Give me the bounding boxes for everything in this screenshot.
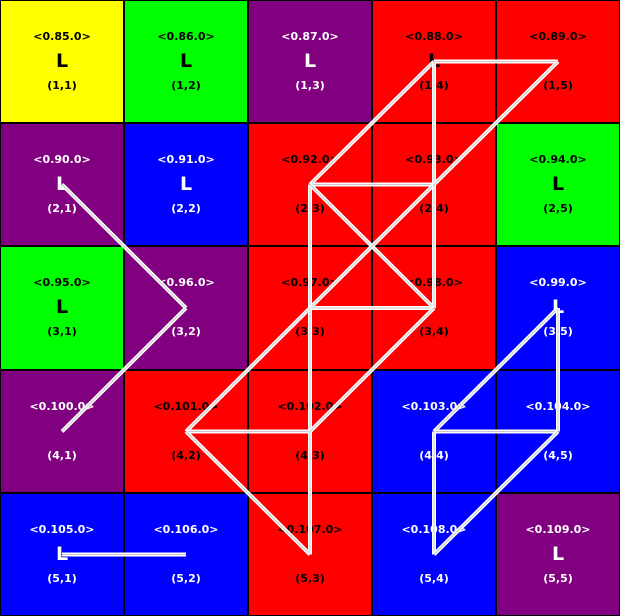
grid-cell[interactable]: <0.86.0> L (1,2) bbox=[124, 0, 248, 123]
grid-cell[interactable]: <0.95.0> L (3,1) bbox=[0, 246, 124, 370]
grid-cell[interactable]: <0.107.0> (5,3) bbox=[248, 493, 372, 616]
cell-label: <0.87.0> bbox=[281, 30, 339, 43]
cell-letter: L bbox=[55, 296, 69, 318]
cell-coordinate: (3,2) bbox=[171, 325, 201, 338]
cell-label: <0.94.0> bbox=[529, 153, 587, 166]
cell-label: <0.97.0> bbox=[281, 276, 339, 289]
cell-label: <0.98.0> bbox=[405, 276, 463, 289]
cell-coordinate: (1,5) bbox=[543, 79, 573, 92]
cell-label: <0.107.0> bbox=[277, 523, 343, 536]
cell-label: <0.100.0> bbox=[29, 400, 95, 413]
cell-coordinate: (2,5) bbox=[543, 202, 573, 215]
cell-coordinate: (1,1) bbox=[47, 79, 77, 92]
cell-label: <0.90.0> bbox=[33, 153, 91, 166]
cell-label: <0.95.0> bbox=[33, 276, 91, 289]
cell-label: <0.101.0> bbox=[153, 400, 219, 413]
cell-coordinate: (2,1) bbox=[47, 202, 77, 215]
cell-letter: L bbox=[427, 50, 441, 72]
cell-coordinate: (5,2) bbox=[171, 572, 201, 585]
cell-label: <0.86.0> bbox=[157, 30, 215, 43]
cell-label: <0.106.0> bbox=[153, 523, 219, 536]
grid-cell[interactable]: <0.100.0> (4,1) bbox=[0, 370, 124, 493]
cell-label: <0.96.0> bbox=[157, 276, 215, 289]
grid-cell[interactable]: <0.89.0> (1,5) bbox=[496, 0, 620, 123]
cell-coordinate: (3,4) bbox=[419, 325, 449, 338]
cell-coordinate: (3,5) bbox=[543, 325, 573, 338]
cell-letter: L bbox=[179, 50, 193, 72]
cell-letter: L bbox=[179, 173, 193, 195]
grid-cell[interactable]: <0.99.0> L (3,5) bbox=[496, 246, 620, 370]
grid-cell[interactable]: <0.92.0> (2,3) bbox=[248, 123, 372, 246]
grid-cell[interactable]: <0.108.0> (5,4) bbox=[372, 493, 496, 616]
cell-coordinate: (5,5) bbox=[543, 572, 573, 585]
cell-label: <0.85.0> bbox=[33, 30, 91, 43]
cell-label: <0.109.0> bbox=[525, 523, 591, 536]
cell-letter: L bbox=[551, 543, 565, 565]
cell-coordinate: (5,3) bbox=[295, 572, 325, 585]
cell-coordinate: (3,3) bbox=[295, 325, 325, 338]
grid-cell[interactable]: <0.106.0> (5,2) bbox=[124, 493, 248, 616]
cell-letter: L bbox=[551, 173, 565, 195]
cell-coordinate: (4,5) bbox=[543, 449, 573, 462]
cell-coordinate: (2,2) bbox=[171, 202, 201, 215]
cell-coordinate: (4,3) bbox=[295, 449, 325, 462]
grid-cell[interactable]: <0.102.0> (4,3) bbox=[248, 370, 372, 493]
cell-letter: L bbox=[551, 296, 565, 318]
cell-label: <0.89.0> bbox=[529, 30, 587, 43]
cell-label: <0.105.0> bbox=[29, 523, 95, 536]
cell-coordinate: (2,3) bbox=[295, 202, 325, 215]
grid-cell[interactable]: <0.91.0> L (2,2) bbox=[124, 123, 248, 246]
grid-cell[interactable]: <0.98.0> (3,4) bbox=[372, 246, 496, 370]
grid-cell[interactable]: <0.101.0> (4,2) bbox=[124, 370, 248, 493]
cell-coordinate: (1,2) bbox=[171, 79, 201, 92]
grid-cell[interactable]: <0.85.0> L (1,1) bbox=[0, 0, 124, 123]
cell-coordinate: (1,3) bbox=[295, 79, 325, 92]
cell-label: <0.88.0> bbox=[405, 30, 463, 43]
cell-letter: L bbox=[55, 173, 69, 195]
cell-letter: L bbox=[55, 543, 69, 565]
cell-label: <0.102.0> bbox=[277, 400, 343, 413]
grid-cell[interactable]: <0.87.0> L (1,3) bbox=[248, 0, 372, 123]
grid-cell[interactable]: <0.94.0> L (2,5) bbox=[496, 123, 620, 246]
grid-cell[interactable]: <0.103.0> (4,4) bbox=[372, 370, 496, 493]
grid-cell[interactable]: <0.97.0> (3,3) bbox=[248, 246, 372, 370]
cell-label: <0.108.0> bbox=[401, 523, 467, 536]
cell-letter: L bbox=[55, 50, 69, 72]
cell-coordinate: (4,2) bbox=[171, 449, 201, 462]
cell-label: <0.104.0> bbox=[525, 400, 591, 413]
cell-coordinate: (4,1) bbox=[47, 449, 77, 462]
cell-coordinate: (1,4) bbox=[419, 79, 449, 92]
grid-cell[interactable]: <0.104.0> (4,5) bbox=[496, 370, 620, 493]
grid-cell[interactable]: <0.96.0> (3,2) bbox=[124, 246, 248, 370]
cell-coordinate: (5,4) bbox=[419, 572, 449, 585]
cell-label: <0.103.0> bbox=[401, 400, 467, 413]
cell-label: <0.91.0> bbox=[157, 153, 215, 166]
grid-cell[interactable]: <0.88.0> L (1,4) bbox=[372, 0, 496, 123]
grid-cell[interactable]: <0.105.0> L (5,1) bbox=[0, 493, 124, 616]
cell-letter: L bbox=[303, 50, 317, 72]
cell-coordinate: (4,4) bbox=[419, 449, 449, 462]
cell-coordinate: (3,1) bbox=[47, 325, 77, 338]
grid-cell[interactable]: <0.109.0> L (5,5) bbox=[496, 493, 620, 616]
grid-cell[interactable]: <0.93.0> (2,4) bbox=[372, 123, 496, 246]
cell-label: <0.93.0> bbox=[405, 153, 463, 166]
cell-coordinate: (2,4) bbox=[419, 202, 449, 215]
cell-coordinate: (5,1) bbox=[47, 572, 77, 585]
cell-label: <0.92.0> bbox=[281, 153, 339, 166]
cell-label: <0.99.0> bbox=[529, 276, 587, 289]
grid-cell[interactable]: <0.90.0> L (2,1) bbox=[0, 123, 124, 246]
